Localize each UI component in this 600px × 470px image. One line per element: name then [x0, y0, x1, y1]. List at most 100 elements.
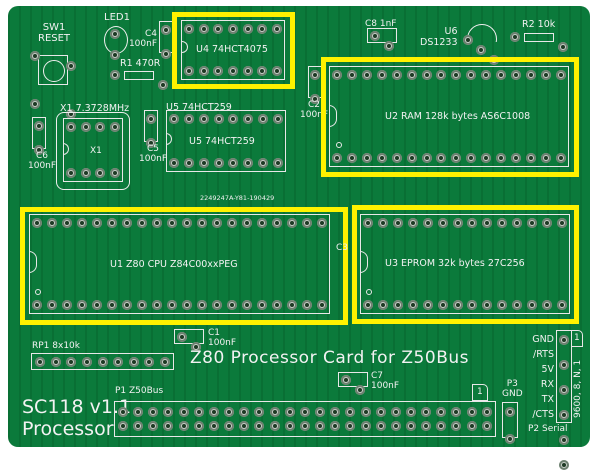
u1-highlight-box [20, 207, 348, 325]
solder-pad [146, 138, 156, 148]
solder-pad [496, 70, 507, 80]
solder-pad [257, 218, 267, 228]
silkscreen-outline [336, 142, 342, 148]
p2-serial-header [556, 330, 572, 470]
solder-pad [355, 385, 365, 395]
solder-pad [80, 122, 91, 132]
solder-pad [481, 153, 492, 163]
solder-pad [198, 114, 209, 124]
solder-pad [540, 70, 551, 80]
c7 [338, 372, 368, 395]
solder-pad [66, 122, 76, 132]
solder-pad [466, 70, 477, 80]
solder-pad [242, 66, 253, 76]
solder-pad [452, 218, 463, 228]
solder-pad [144, 357, 155, 367]
u6-ds1233 [463, 24, 501, 65]
solder-pad [341, 375, 351, 385]
solder-pad [113, 357, 124, 367]
c3-ref: C3 [336, 243, 349, 253]
solder-pad [208, 421, 219, 431]
pad-row [66, 166, 120, 180]
solder-pad [66, 357, 77, 367]
solder-pad [302, 300, 312, 310]
silkscreen-outline [524, 33, 554, 42]
rp1-resistor-pack [31, 353, 174, 370]
solder-pad [137, 218, 147, 228]
solder-pad [330, 421, 341, 431]
solder-pad [152, 300, 162, 310]
solder-pad [467, 218, 478, 228]
p2-pin-tx: TX [541, 394, 554, 405]
solder-pad [228, 114, 239, 124]
solder-pad [421, 407, 432, 417]
solder-pad [239, 421, 250, 431]
solder-pad [525, 153, 536, 163]
solder-pad [310, 94, 320, 104]
solder-pad [392, 218, 403, 228]
u2-highlight-box [321, 57, 579, 177]
c5-label: C5 100nF [139, 144, 167, 164]
solder-pad [559, 435, 569, 445]
solder-pad [272, 158, 283, 168]
solder-pad [555, 70, 566, 80]
solder-pad [212, 218, 222, 228]
solder-pad [363, 218, 373, 228]
c5 [144, 110, 158, 148]
c5-value: 100nF [139, 154, 168, 164]
silkscreen-outline [166, 133, 172, 145]
p1-z50bus-connector [114, 401, 496, 437]
solder-pad [32, 218, 42, 228]
solder-pad [258, 114, 269, 124]
solder-pad [406, 153, 417, 163]
solder-pad [66, 168, 76, 178]
solder-pad [97, 357, 108, 367]
solder-pad [451, 153, 462, 163]
solder-pad [317, 218, 327, 228]
solder-pad [197, 218, 207, 228]
solder-pad [254, 407, 265, 417]
solder-pad [361, 153, 372, 163]
solder-pad [542, 300, 553, 310]
solder-pad [272, 114, 283, 124]
solder-pad [47, 300, 57, 310]
solder-pad [198, 158, 209, 168]
c4-value: 100nF [128, 39, 157, 49]
solder-pad [390, 421, 401, 431]
solder-pad [287, 218, 297, 228]
r1-label: R1 470R [120, 58, 161, 69]
solder-pad [512, 300, 523, 310]
solder-pad [160, 357, 170, 367]
r2 [510, 30, 570, 52]
solder-pad [481, 421, 492, 431]
c1-label: C1 100nF [208, 328, 236, 348]
solder-pad [110, 70, 120, 80]
solder-pad [146, 114, 156, 124]
solder-pad [405, 421, 416, 431]
solder-pad [227, 66, 238, 76]
solder-pad [107, 300, 117, 310]
solder-pad [406, 70, 417, 80]
pad-row [66, 120, 120, 134]
silkscreen-outline [35, 289, 41, 295]
c1-value: 100nF [208, 338, 237, 348]
solder-pad [540, 153, 551, 163]
sw1-desc: RESET [38, 33, 71, 44]
solder-pad [177, 332, 187, 342]
c4 [159, 21, 173, 59]
solder-pad [392, 300, 403, 310]
solder-pad [227, 24, 238, 34]
silkscreen-outline [124, 71, 154, 80]
solder-pad [481, 70, 492, 80]
solder-pad [287, 300, 297, 310]
solder-pad [197, 300, 207, 310]
board-name-line2: Processor [22, 418, 114, 440]
c7-value: 100nF [371, 381, 400, 391]
solder-pad [436, 70, 447, 80]
p2-pin-cts: /CTS [532, 409, 554, 420]
solder-pad [377, 300, 388, 310]
solder-pad [466, 407, 477, 417]
solder-pad [257, 24, 268, 34]
solder-pad [497, 300, 508, 310]
p1-pin1-label: 1 [477, 387, 483, 397]
